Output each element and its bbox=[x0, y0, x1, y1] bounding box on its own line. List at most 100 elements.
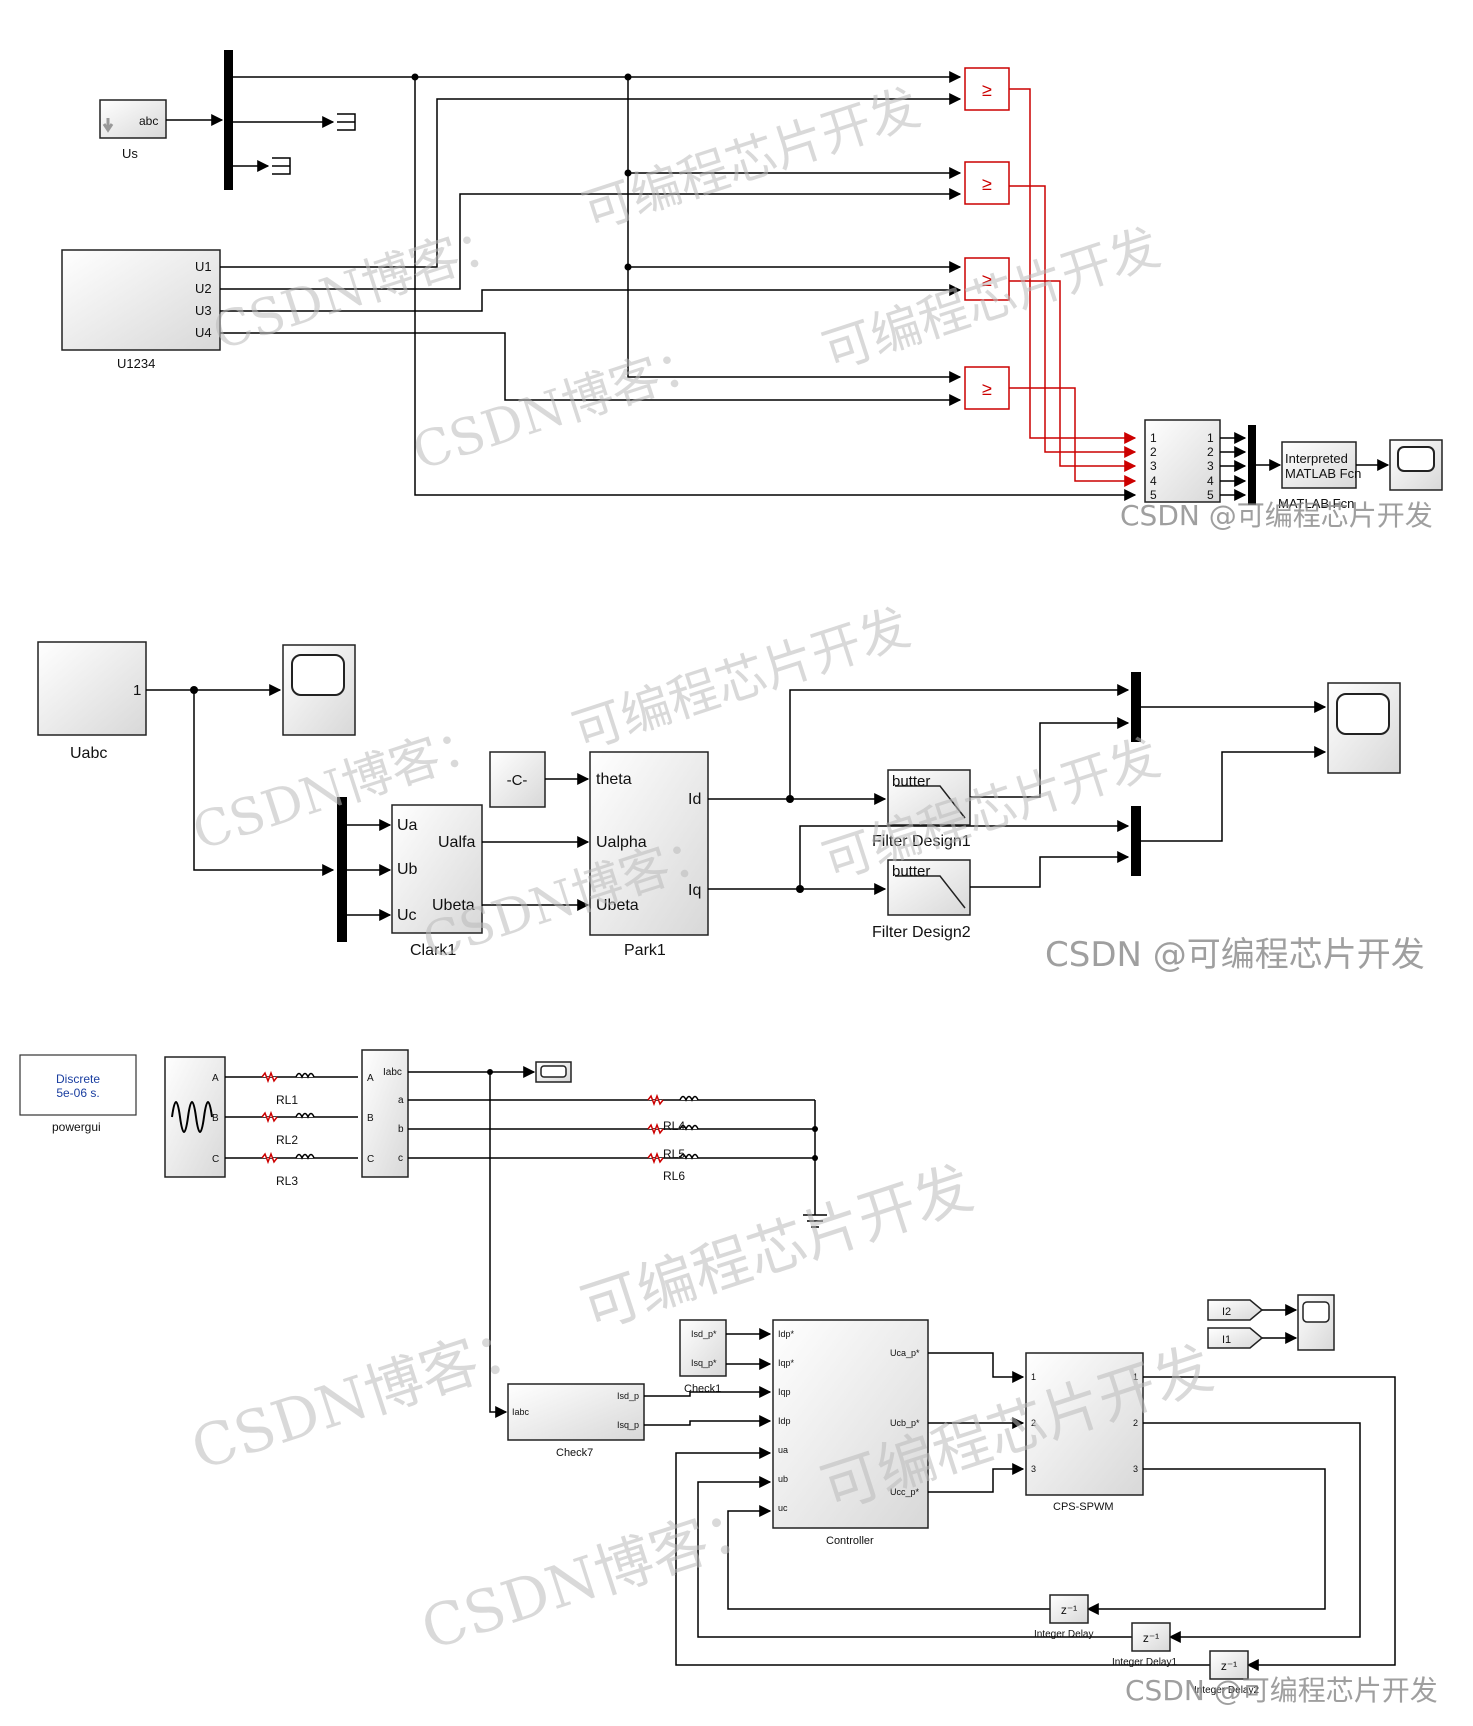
uabc-to-demux-wire[interactable] bbox=[193, 690, 335, 876]
sel-in-2: 2 bbox=[1150, 445, 1157, 459]
u1234-block[interactable] bbox=[61, 249, 221, 351]
check1-block[interactable] bbox=[679, 1319, 727, 1377]
inductor-icon bbox=[295, 1072, 315, 1079]
iabc-to-check7-wire[interactable] bbox=[489, 1072, 508, 1418]
ua-feedback-wire[interactable] bbox=[675, 1447, 1210, 1666]
relop-block-4[interactable]: ≥ bbox=[964, 366, 1010, 410]
demux-bar-2[interactable] bbox=[337, 797, 347, 942]
uc-feedback-wire[interactable] bbox=[727, 1505, 1050, 1610]
mux-bar-iq[interactable] bbox=[1131, 806, 1141, 876]
mux-iq-out-wire[interactable] bbox=[1141, 746, 1327, 842]
cps-spwm-block[interactable] bbox=[1025, 1352, 1144, 1496]
park-out-iq: Iq bbox=[688, 882, 701, 899]
demux-bar[interactable] bbox=[224, 50, 233, 190]
resistor-icon bbox=[261, 1151, 278, 1165]
ground-icon bbox=[803, 1214, 827, 1228]
filter2-out-wire[interactable] bbox=[970, 851, 1130, 888]
ucc-wire[interactable] bbox=[928, 1463, 1025, 1493]
check7-out-isq: Isq_p bbox=[617, 1420, 639, 1430]
relop-symbol: ≥ bbox=[982, 379, 992, 399]
scope-block-2[interactable] bbox=[282, 644, 356, 736]
meas-in-c: C bbox=[367, 1154, 374, 1165]
feedback-wire-1[interactable] bbox=[1086, 1468, 1326, 1615]
filter1-out-wire[interactable] bbox=[970, 717, 1130, 798]
constant-text: -C- bbox=[507, 772, 528, 789]
id-to-mux-wire[interactable] bbox=[789, 684, 1130, 799]
clark-block[interactable] bbox=[391, 804, 483, 934]
us-source-block[interactable]: abc bbox=[99, 99, 167, 139]
cps-in-3: 3 bbox=[1031, 1464, 1036, 1474]
ctrl-in-ua: ua bbox=[778, 1445, 788, 1455]
mux-bar-id[interactable] bbox=[1131, 672, 1141, 742]
relop2-out-wire[interactable] bbox=[1009, 185, 1137, 458]
uca-wire[interactable] bbox=[928, 1352, 1025, 1383]
iq-to-mux-wire[interactable] bbox=[799, 820, 1130, 889]
ctrl-in-iqp: Iqp bbox=[778, 1387, 791, 1397]
u3-wire[interactable] bbox=[220, 284, 962, 312]
ref-wire-4[interactable] bbox=[627, 77, 962, 383]
powergui-block[interactable] bbox=[19, 1054, 137, 1116]
powergui-line1: Discrete bbox=[56, 1072, 100, 1086]
u1234-port-u2: U2 bbox=[195, 281, 212, 296]
rl1-label: RL1 bbox=[276, 1093, 298, 1107]
selector-block[interactable] bbox=[1144, 419, 1221, 503]
cps-out-3: 3 bbox=[1133, 1464, 1138, 1474]
check7-in: Iabc bbox=[512, 1407, 530, 1417]
check1-isq: Isq_p* bbox=[691, 1358, 717, 1368]
scope-block-4[interactable] bbox=[535, 1061, 572, 1083]
ctrl-in-ub: ub bbox=[778, 1474, 788, 1484]
rl4-label: RL4 bbox=[663, 1119, 685, 1133]
filter-design-1-block[interactable] bbox=[887, 769, 971, 826]
junction-dot bbox=[624, 73, 632, 81]
ub-feedback-wire[interactable] bbox=[697, 1476, 1132, 1638]
integer-delay-block[interactable] bbox=[1049, 1594, 1089, 1624]
integer-delay1-block[interactable] bbox=[1131, 1622, 1171, 1652]
scope-block-1[interactable] bbox=[1389, 439, 1443, 491]
feedback-wire-3[interactable] bbox=[1143, 1376, 1396, 1671]
rl-branch-3[interactable] bbox=[225, 1151, 358, 1165]
check1-isd: Isd_p* bbox=[691, 1329, 717, 1339]
relop-block-2[interactable]: ≥ bbox=[964, 161, 1010, 205]
relop-block-1[interactable]: ≥ bbox=[964, 67, 1010, 111]
ctrl-out-ucb: Ucb_p* bbox=[890, 1418, 920, 1428]
ref-to-selector-5[interactable] bbox=[414, 77, 1137, 501]
rl-branch-2[interactable] bbox=[225, 1110, 358, 1124]
relop-symbol: ≥ bbox=[982, 270, 992, 290]
sel-out-5: 5 bbox=[1207, 488, 1214, 502]
ctrl-out-uca: Uca_p* bbox=[890, 1348, 920, 1358]
relop3-out-wire[interactable] bbox=[1009, 280, 1137, 472]
from-tag-i1[interactable] bbox=[1207, 1327, 1264, 1349]
cps-out-1: 1 bbox=[1133, 1372, 1138, 1382]
check7-block[interactable] bbox=[507, 1383, 645, 1441]
cps-out-2: 2 bbox=[1133, 1418, 1138, 1428]
scope-block-5[interactable] bbox=[1297, 1294, 1335, 1351]
scope-screen-icon bbox=[1302, 1301, 1330, 1323]
relop-block-3[interactable]: ≥ bbox=[964, 257, 1010, 301]
u1-wire[interactable] bbox=[220, 93, 962, 268]
scope-block-3[interactable] bbox=[1327, 682, 1401, 774]
feedback-wire-2[interactable] bbox=[1143, 1422, 1361, 1643]
from-tag-i2[interactable] bbox=[1207, 1299, 1264, 1321]
diagram-2: 1 Uabc Ua Ub Uc Ualfa Ubeta Clark1 -C- t… bbox=[37, 641, 1401, 959]
uabc-block[interactable] bbox=[37, 641, 147, 736]
relop1-out-wire[interactable] bbox=[1009, 88, 1137, 444]
junction-dot bbox=[812, 1155, 818, 1161]
controller-block[interactable] bbox=[772, 1319, 929, 1529]
isq-wire[interactable] bbox=[644, 1415, 772, 1427]
filter-design-2-block[interactable] bbox=[887, 859, 971, 916]
vi-measurement-block[interactable] bbox=[361, 1049, 409, 1178]
mux-bar[interactable] bbox=[1248, 425, 1256, 505]
relop4-out-wire[interactable] bbox=[1009, 387, 1137, 487]
park-block[interactable] bbox=[589, 751, 709, 936]
rl-branch-1[interactable] bbox=[225, 1070, 358, 1084]
integer-delay2-block[interactable] bbox=[1209, 1650, 1249, 1680]
resistor-icon bbox=[261, 1110, 278, 1124]
clark-out-ualfa: Ualfa bbox=[438, 834, 475, 851]
filter1-text: butter bbox=[892, 773, 930, 790]
sel-out-4: 4 bbox=[1207, 474, 1214, 488]
u2-wire[interactable] bbox=[220, 188, 962, 290]
powergui-line2: 5e-06 s. bbox=[56, 1086, 99, 1100]
isd-wire[interactable] bbox=[644, 1386, 772, 1398]
watermark-signature-2: CSDN @可编程芯片开发 bbox=[1045, 935, 1425, 975]
u4-wire[interactable] bbox=[220, 332, 962, 406]
